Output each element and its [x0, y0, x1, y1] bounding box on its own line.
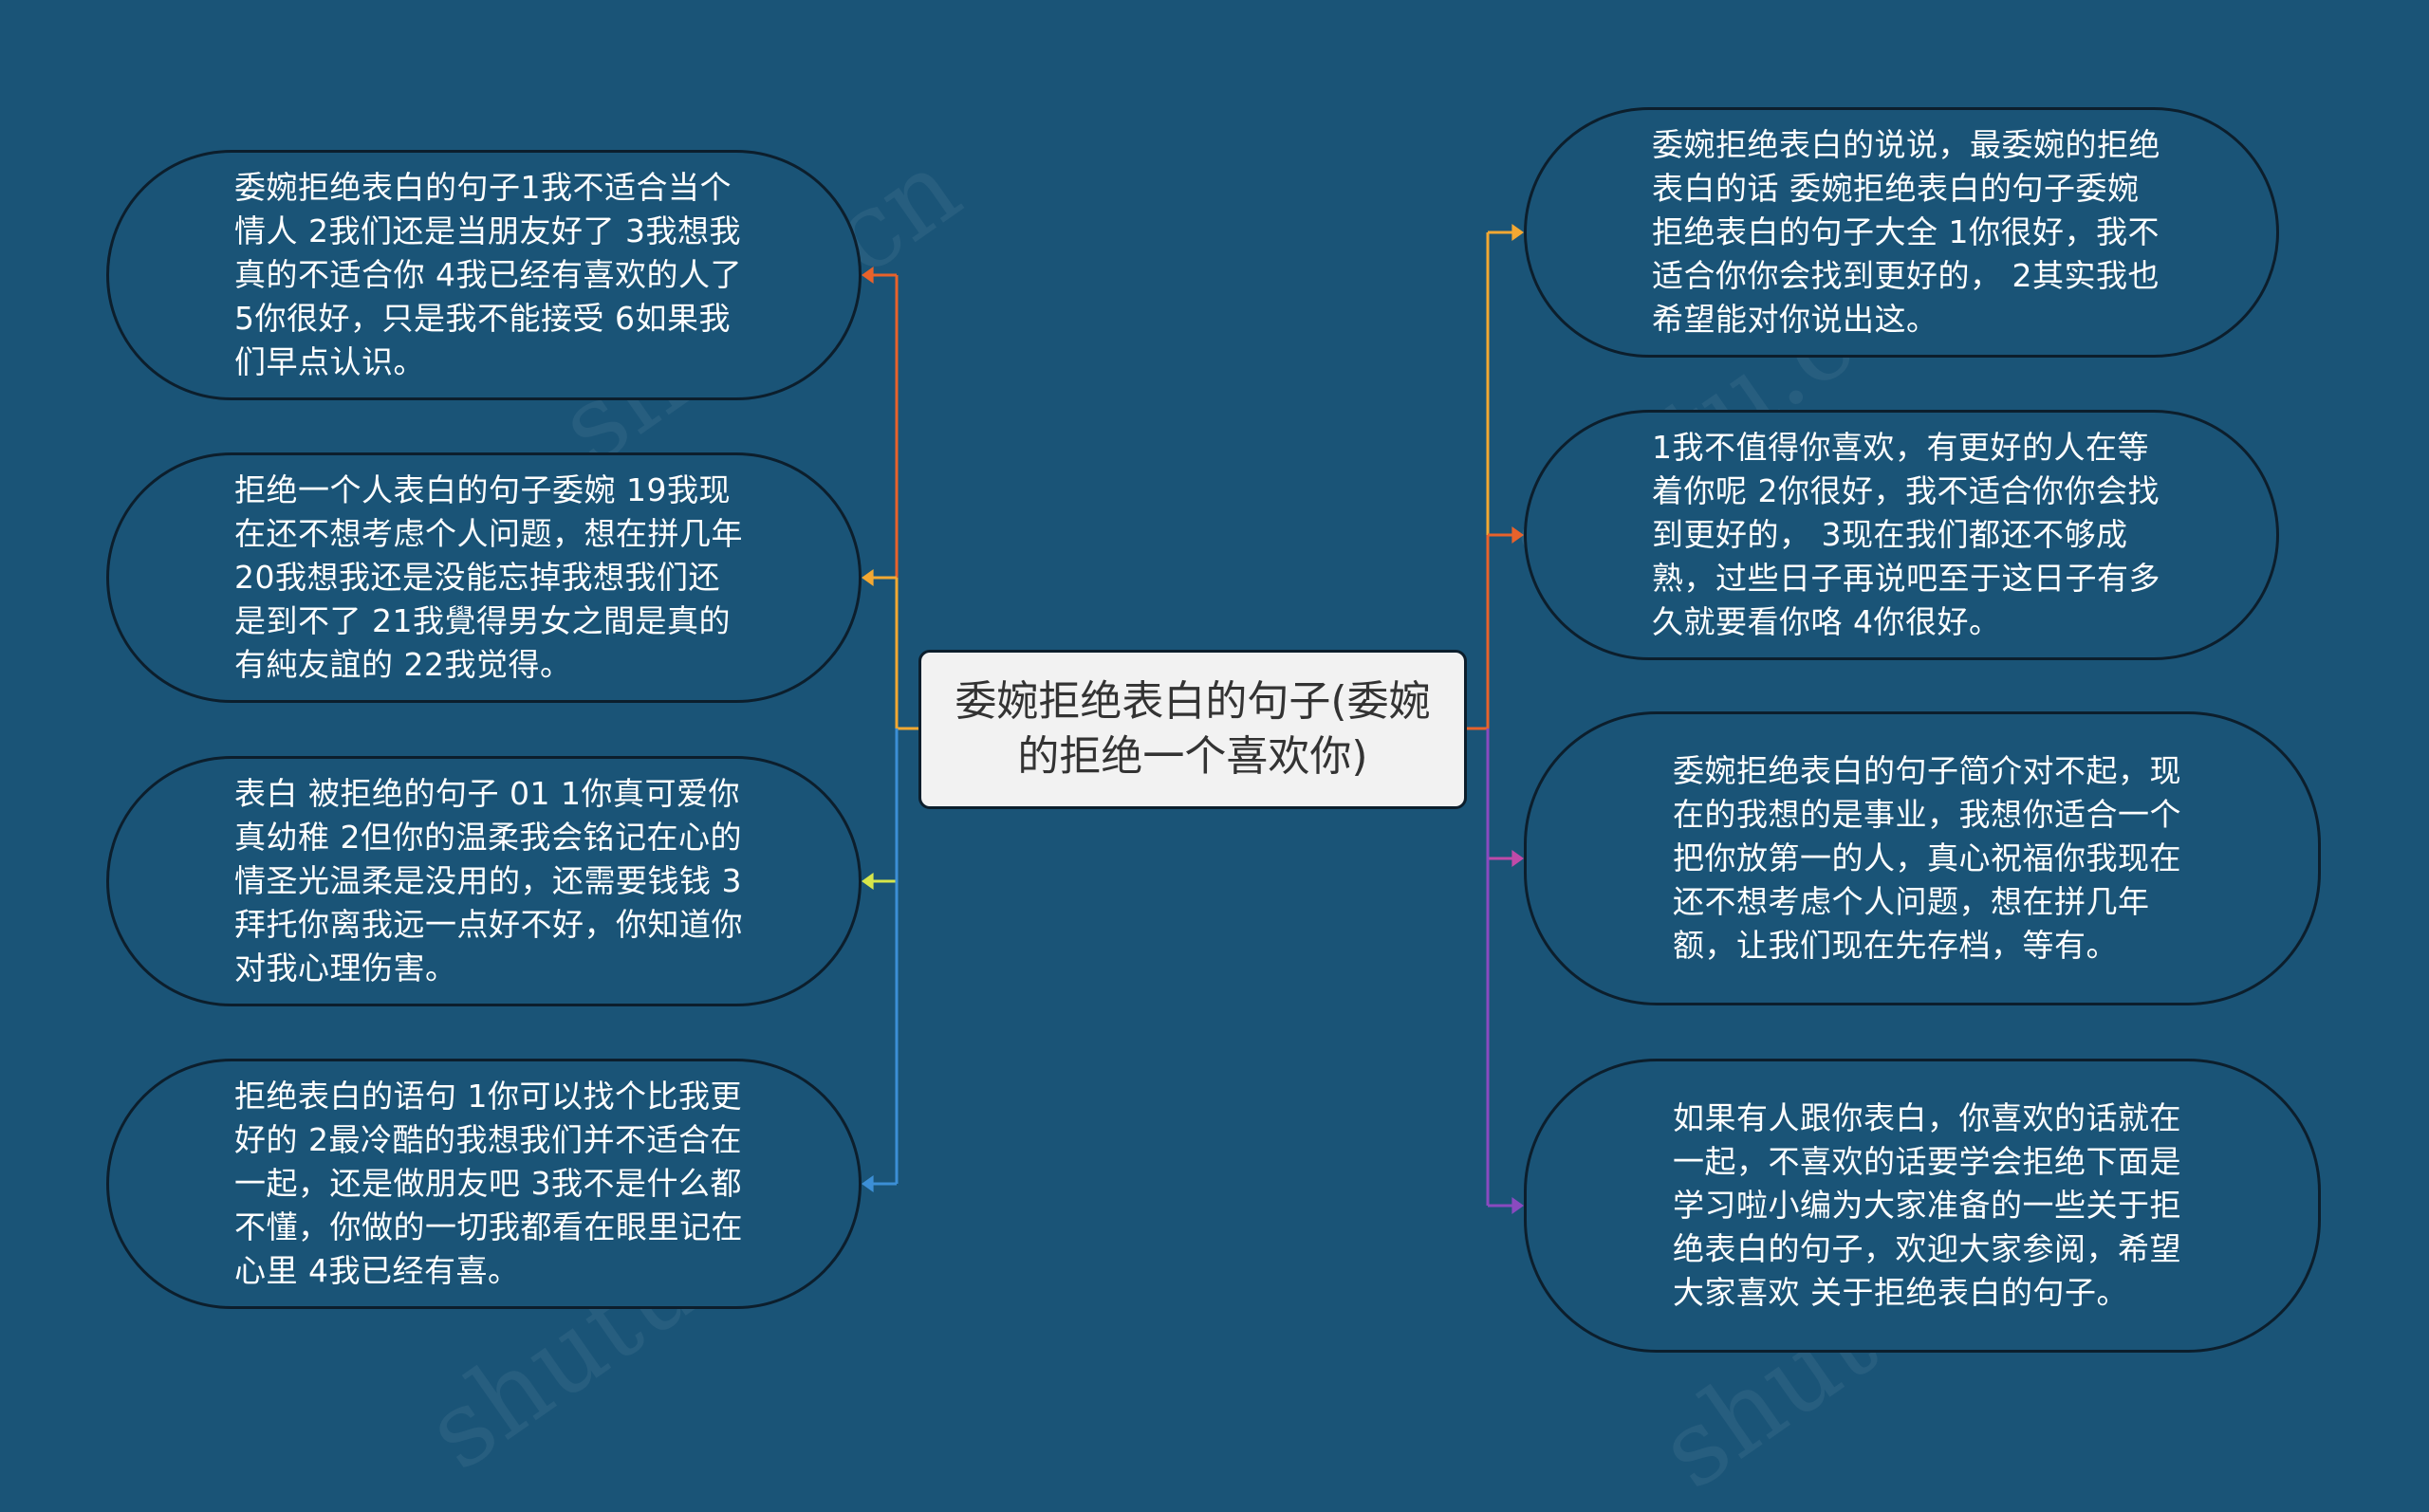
connector-lines: [862, 224, 1524, 1214]
arrow-head-right-4: [1511, 1197, 1524, 1214]
left-topic-2-text: 拒绝一个人表白的句子委婉 19我现在还不想考虑个人问题，想在拼几年 20我想我还…: [234, 471, 743, 683]
mindmap-canvas: shutu.cn shutu.cn shutu.cn shutu.cn 委婉拒绝…: [106, 107, 2321, 1512]
arrow-head-left-3: [862, 873, 874, 890]
central-topic[interactable]: 委婉拒绝表白的句子(委婉的拒绝一个喜欢你): [918, 650, 1467, 809]
left-topic-1[interactable]: 委婉拒绝表白的句子1我不适合当个情人 2我们还是当朋友好了 3我想我真的不适合你…: [106, 150, 862, 400]
left-topic-1-text: 委婉拒绝表白的句子1我不适合当个情人 2我们还是当朋友好了 3我想我真的不适合你…: [234, 169, 742, 380]
arrow-head-right-2: [1511, 526, 1524, 544]
central-topic-text: 委婉拒绝表白的句子(委婉的拒绝一个喜欢你): [955, 677, 1431, 781]
arrow-head-right-1: [1511, 224, 1524, 241]
right-topic-2-text: 1我不值得你喜欢，有更好的人在等着你呢 2你很好，我不适合你你会找到更好的， 3…: [1652, 429, 2160, 640]
right-topic-2[interactable]: 1我不值得你喜欢，有更好的人在等着你呢 2你很好，我不适合你你会找到更好的， 3…: [1524, 410, 2279, 660]
right-topic-4-text: 如果有人跟你表白，你喜欢的话就在一起，不喜欢的话要学会拒绝下面是学习啦小编为大家…: [1673, 1099, 2181, 1311]
right-topic-1[interactable]: 委婉拒绝表白的说说，最委婉的拒绝表白的话 委婉拒绝表白的句子委婉拒绝表白的句子大…: [1524, 107, 2279, 358]
right-topic-3[interactable]: 委婉拒绝表白的句子简介对不起，现在的我想的是事业，我想你适合一个把你放第一的人，…: [1524, 711, 2321, 1005]
right-topic-1-text: 委婉拒绝表白的说说，最委婉的拒绝表白的话 委婉拒绝表白的句子委婉拒绝表白的句子大…: [1652, 126, 2160, 338]
left-topic-3-text: 表白 被拒绝的句子 01 1你真可爱你真幼稚 2但你的温柔我会铭记在心的情圣光温…: [234, 775, 743, 986]
right-topic-3-text: 委婉拒绝表白的句子简介对不起，现在的我想的是事业，我想你适合一个把你放第一的人，…: [1673, 752, 2181, 964]
arrow-head-right-3: [1511, 850, 1524, 867]
left-topic-3[interactable]: 表白 被拒绝的句子 01 1你真可爱你真幼稚 2但你的温柔我会铭记在心的情圣光温…: [106, 756, 862, 1006]
arrow-head-left-1: [862, 267, 874, 284]
arrow-head-left-2: [862, 569, 874, 586]
left-topic-4-text: 拒绝表白的语句 1你可以找个比我更好的 2最冷酷的我想我们并不适合在一起，还是做…: [234, 1078, 743, 1289]
left-topic-4[interactable]: 拒绝表白的语句 1你可以找个比我更好的 2最冷酷的我想我们并不适合在一起，还是做…: [106, 1059, 862, 1309]
right-topic-4[interactable]: 如果有人跟你表白，你喜欢的话就在一起，不喜欢的话要学会拒绝下面是学习啦小编为大家…: [1524, 1059, 2321, 1353]
left-topic-2[interactable]: 拒绝一个人表白的句子委婉 19我现在还不想考虑个人问题，想在拼几年 20我想我还…: [106, 452, 862, 703]
arrow-head-left-4: [862, 1175, 874, 1192]
